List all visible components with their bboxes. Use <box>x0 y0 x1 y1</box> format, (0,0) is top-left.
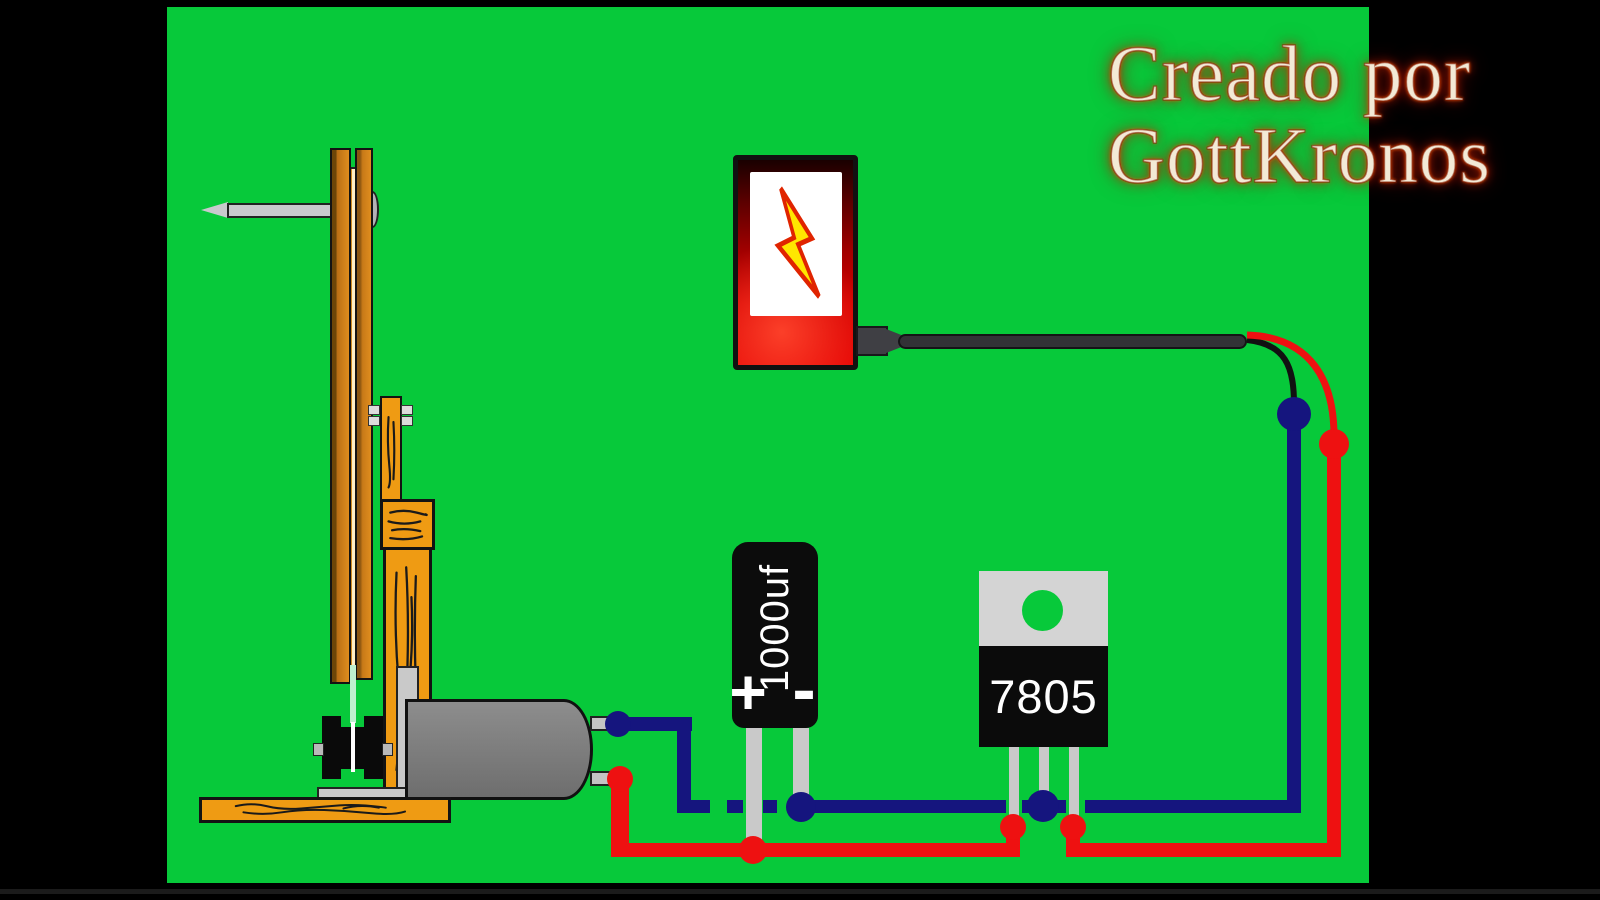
pulley-flange-left <box>322 716 341 779</box>
video-footer-line <box>0 889 1600 894</box>
usb-plug-taper <box>886 329 902 353</box>
solder-junction-dot <box>1060 814 1086 840</box>
watermark-line2: GottKronos <box>1107 113 1492 201</box>
creator-watermark: Creado por GottKronos <box>1107 31 1492 201</box>
pulley-axle-right <box>382 743 393 756</box>
pull-string <box>351 722 355 772</box>
solder-junction-dot <box>1000 814 1026 840</box>
capacitor-body <box>732 542 818 728</box>
solder-junction-dot <box>1027 790 1059 822</box>
solder-junction-dot <box>739 836 767 864</box>
nail-shaft <box>227 203 344 218</box>
bolt-nut <box>368 416 380 426</box>
regulator-part-label: 7805 <box>989 670 1098 723</box>
negative-wire <box>1098 800 1301 813</box>
capacitor-plus-sign: + <box>729 656 767 728</box>
capacitor-minus-sign: - <box>792 650 816 728</box>
pulley-flange-right <box>364 716 383 779</box>
solder-junction-dot <box>1319 429 1349 459</box>
solder-junction-dot <box>786 792 816 822</box>
wood-block <box>380 499 435 550</box>
bolt-nut <box>368 405 380 415</box>
negative-wire-dash <box>1056 800 1066 813</box>
phone-screen <box>750 172 842 316</box>
regulator-input-leg <box>1009 746 1019 828</box>
regulator-output-leg <box>1069 746 1079 828</box>
regulator-ground-leg <box>1039 746 1049 807</box>
solder-junction-dot <box>1277 397 1311 431</box>
regulator-body <box>979 646 1108 747</box>
nail-tip <box>201 202 228 218</box>
usb-plug <box>856 326 888 356</box>
positive-wire <box>1066 843 1341 857</box>
pulley-axle-left <box>313 743 324 756</box>
capacitor-negative-leg <box>793 728 809 807</box>
negative-wire-dash <box>727 800 743 813</box>
cable-split-wires <box>1246 331 1338 437</box>
negative-wire <box>677 800 710 813</box>
positive-wire <box>611 779 629 857</box>
positive-wire <box>1327 444 1341 857</box>
regulator-mount-hole <box>1022 590 1063 631</box>
bolt-nut <box>401 405 413 415</box>
watermark-line1: Creado por <box>1107 31 1472 118</box>
lightning-bolt-icon <box>774 186 821 299</box>
solder-junction-dot <box>605 711 631 737</box>
negative-wire-dash <box>763 800 777 813</box>
negative-wire <box>677 717 691 813</box>
usb-cable <box>898 334 1247 349</box>
positive-wire <box>611 843 1020 857</box>
negative-wire <box>1287 414 1301 813</box>
negative-wire-dash <box>1085 800 1098 813</box>
pull-string <box>350 665 356 723</box>
left-plank <box>330 148 351 684</box>
dc-motor <box>405 699 593 800</box>
capacitor-positive-leg <box>746 728 762 851</box>
bolt-nut <box>401 416 413 426</box>
upper-post <box>380 396 402 502</box>
solder-junction-dot <box>607 766 633 792</box>
base-plank <box>199 797 451 823</box>
negative-wire <box>612 717 692 731</box>
negative-wire <box>795 800 1006 813</box>
